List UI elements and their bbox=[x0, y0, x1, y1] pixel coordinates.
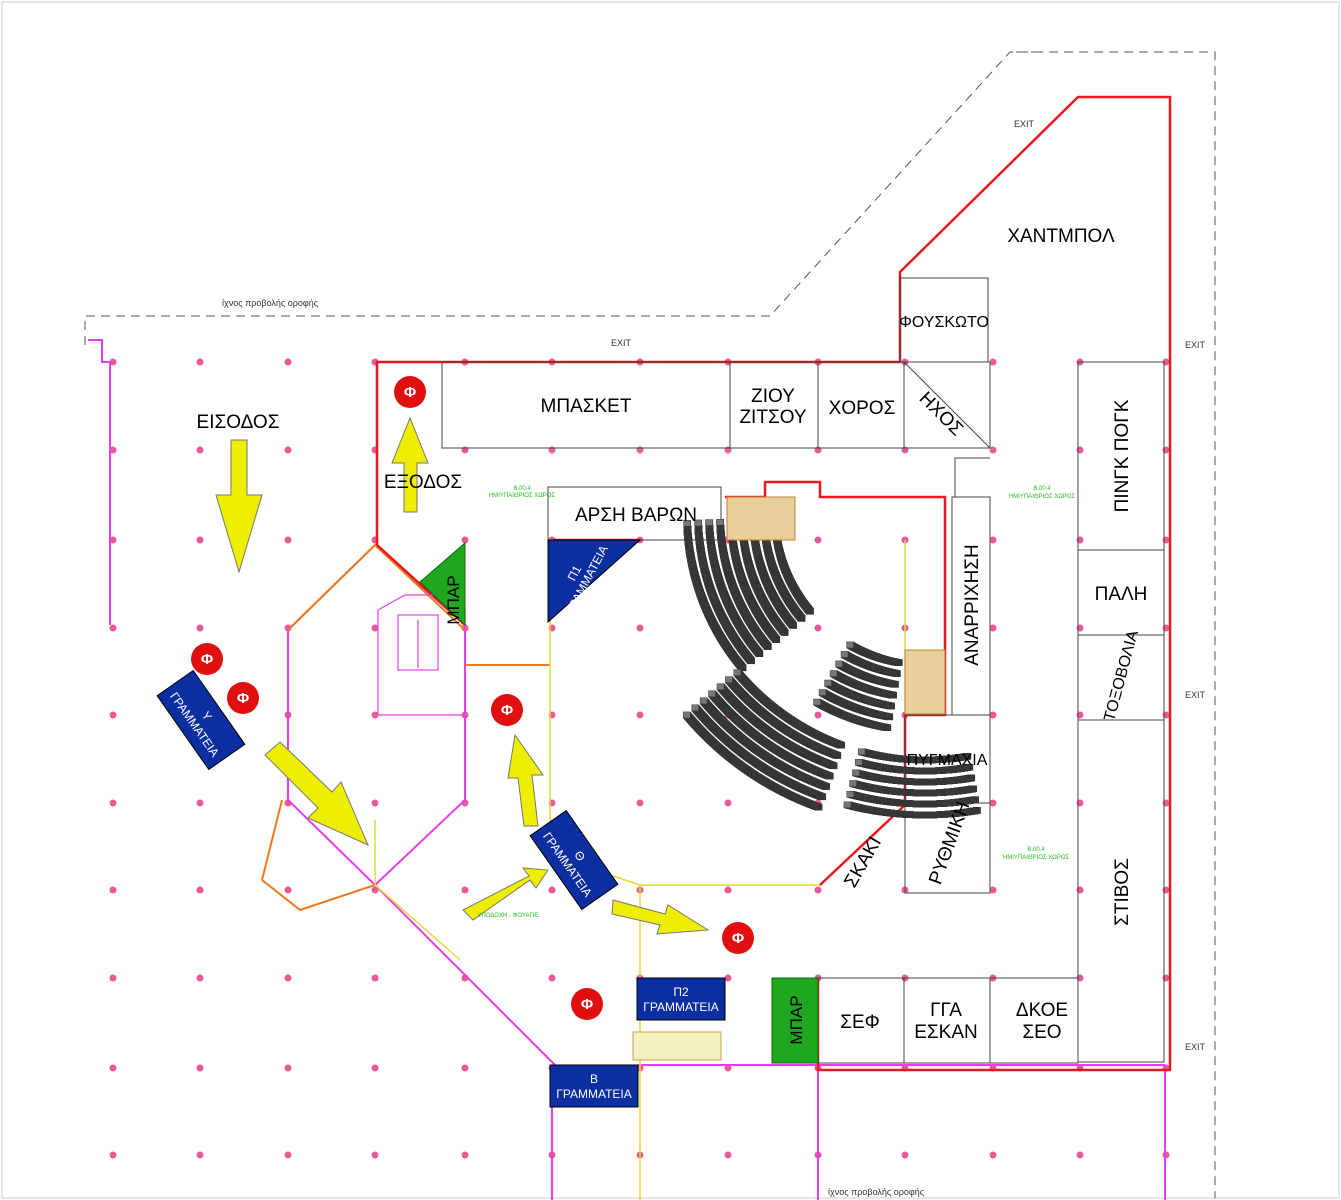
roof-trace bbox=[84, 51, 1216, 1198]
grid-dot bbox=[196, 1064, 204, 1072]
grid-dot bbox=[109, 886, 117, 894]
grid-dot bbox=[814, 624, 822, 632]
grid-dot bbox=[109, 358, 117, 366]
grid-dot bbox=[636, 711, 644, 719]
grid-dot bbox=[461, 886, 469, 894]
roof-trace-label-bottom: ίχνος προβολής οροφής bbox=[828, 1187, 925, 1197]
grid-dot bbox=[109, 446, 117, 454]
grid-dot bbox=[284, 358, 292, 366]
grid-dot bbox=[196, 799, 204, 807]
grid-dot bbox=[109, 536, 117, 544]
grid-dot bbox=[109, 799, 117, 807]
grid-dot bbox=[371, 974, 379, 982]
grid-dot bbox=[109, 974, 117, 982]
grid-dot bbox=[724, 974, 732, 982]
grid-dot bbox=[989, 799, 997, 807]
grid-dot bbox=[109, 1064, 117, 1072]
grid-dot bbox=[814, 536, 822, 544]
grid-dot bbox=[989, 446, 997, 454]
grid-dot bbox=[989, 886, 997, 894]
grid-dot bbox=[284, 974, 292, 982]
grid-dot bbox=[196, 358, 204, 366]
grid-dot bbox=[371, 799, 379, 807]
grid-dot bbox=[196, 974, 204, 982]
grid-dot bbox=[814, 711, 822, 719]
grid-dot bbox=[724, 799, 732, 807]
grid-dot bbox=[548, 886, 556, 894]
grid-dot bbox=[284, 886, 292, 894]
grid-dot bbox=[724, 886, 732, 894]
grid-dot bbox=[371, 1151, 379, 1159]
orange-walls bbox=[260, 543, 550, 912]
grid-dot bbox=[989, 358, 997, 366]
grid-dot bbox=[989, 624, 997, 632]
left-structure bbox=[88, 339, 1166, 1200]
grid-dot bbox=[989, 536, 997, 544]
grid-dot bbox=[461, 1151, 469, 1159]
grid-dot bbox=[461, 1064, 469, 1072]
grid-dot bbox=[109, 624, 117, 632]
grid-dot bbox=[636, 799, 644, 807]
grid-dot bbox=[548, 974, 556, 982]
grid-dot bbox=[371, 711, 379, 719]
grid-dot bbox=[284, 1151, 292, 1159]
auditorium-seating bbox=[683, 517, 981, 819]
grid-dot bbox=[1076, 1151, 1084, 1159]
grid-dot bbox=[196, 536, 204, 544]
grid-dot bbox=[901, 1151, 909, 1159]
grid-dot bbox=[284, 446, 292, 454]
grid-dot bbox=[196, 1151, 204, 1159]
grid-dot bbox=[814, 886, 822, 894]
grid-dot bbox=[196, 624, 204, 632]
grid-dot bbox=[636, 624, 644, 632]
grid-dot bbox=[371, 624, 379, 632]
grid-dot bbox=[284, 624, 292, 632]
grid-dot bbox=[724, 1064, 732, 1072]
grid-dot bbox=[196, 886, 204, 894]
seat bbox=[716, 519, 724, 526]
grid-dot bbox=[724, 1151, 732, 1159]
grid-dot bbox=[109, 1151, 117, 1159]
grid-dot bbox=[284, 1064, 292, 1072]
grid-dot bbox=[989, 1151, 997, 1159]
grid-dot bbox=[371, 1064, 379, 1072]
grid-dot bbox=[461, 536, 469, 544]
grid-dot bbox=[371, 886, 379, 894]
grid-dot bbox=[109, 711, 117, 719]
roof-trace-label-top: ίχνος προβολής οροφής bbox=[222, 298, 319, 308]
hall-outline bbox=[374, 540, 906, 1200]
grid-dot bbox=[284, 536, 292, 544]
grid-dot bbox=[989, 711, 997, 719]
room-outlines bbox=[441, 277, 1165, 1064]
grid-dot bbox=[196, 446, 204, 454]
